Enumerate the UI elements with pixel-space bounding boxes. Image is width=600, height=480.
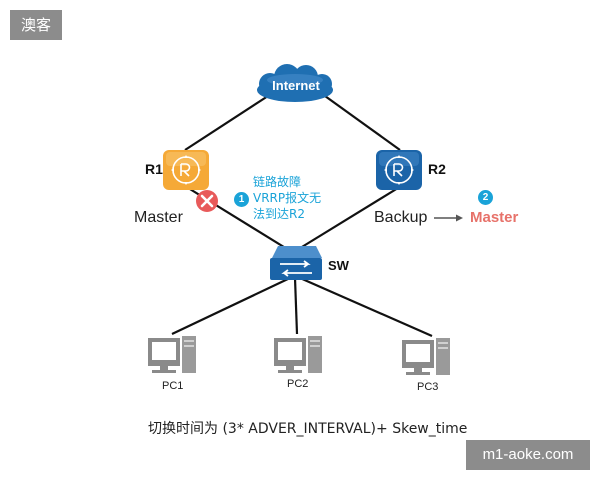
- step-1-marker: 1: [234, 192, 249, 207]
- switch-name: SW: [328, 258, 349, 273]
- switchover-formula: 切换时间为 (3* ADVER_INTERVAL)+ Skew_time: [148, 421, 468, 437]
- internet-label: Internet: [272, 78, 320, 93]
- fault-note-line-2: VRRP报文无: [253, 191, 322, 205]
- link-fault-icon: [196, 190, 218, 212]
- router-r2-icon: [376, 150, 422, 190]
- router-r1-icon: [163, 150, 209, 190]
- internet-cloud-icon: [257, 64, 333, 102]
- link-sw-pc3: [299, 276, 433, 338]
- router-r1-role: Master: [134, 209, 183, 226]
- pc1-icon: [148, 336, 196, 373]
- pc2-icon: [274, 336, 322, 373]
- router-r2-role: Backup: [374, 209, 428, 226]
- new-role-label: Master: [470, 209, 519, 226]
- router-r2-name: R2: [428, 161, 446, 177]
- fault-note-line-3: 法到达R2: [253, 207, 305, 221]
- router-r1-name: R1: [145, 161, 163, 177]
- fault-note-line-1: 链路故障: [253, 175, 302, 189]
- link-r2-sw: [296, 187, 399, 251]
- link-internet-r1: [184, 95, 269, 151]
- transition-arrow-icon: [434, 214, 463, 222]
- link-sw-pc1: [171, 277, 291, 335]
- pc1-label: PC1: [162, 380, 184, 392]
- pc3-label: PC3: [417, 381, 439, 393]
- pc3-icon: [402, 338, 450, 375]
- watermark: m1-aoke.com: [466, 440, 590, 470]
- switch-sw-icon: [270, 246, 322, 280]
- corner-badge: 澳客: [10, 10, 62, 40]
- link-internet-r2: [324, 95, 401, 151]
- pc2-label: PC2: [287, 378, 309, 390]
- step-2-marker: 2: [478, 190, 493, 205]
- fault-note: 链路故障 VRRP报文无 法到达R2: [253, 174, 321, 222]
- link-sw-pc2: [293, 277, 299, 335]
